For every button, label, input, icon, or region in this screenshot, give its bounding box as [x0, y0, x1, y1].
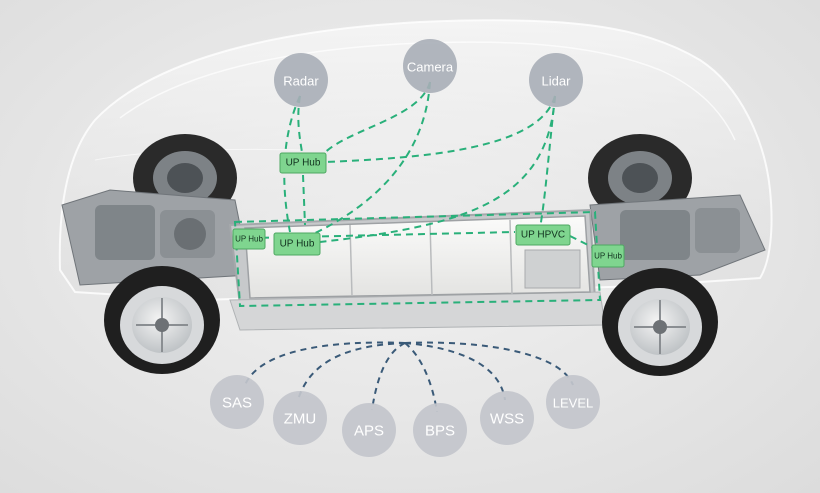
chassis-nodes: SAS ZMU APS BPS WSS LEVEL — [210, 375, 600, 457]
sensor-nodes: Radar Camera Lidar — [274, 39, 583, 107]
hub-left-label: UP Hub — [235, 235, 263, 244]
hub-modules: UP Hub UP Hub UP Hub UP HPVC UP Hub — [232, 152, 625, 268]
wss-label: WSS — [490, 411, 524, 428]
hub-left[interactable]: UP Hub — [232, 228, 266, 250]
zmu-node[interactable]: ZMU — [273, 391, 327, 445]
radar-label: Radar — [283, 74, 319, 89]
lidar-label: Lidar — [542, 74, 572, 89]
aps-node[interactable]: APS — [342, 403, 396, 457]
sas-label: SAS — [222, 395, 252, 412]
level-label: LEVEL — [553, 396, 593, 411]
camera-node[interactable]: Camera — [403, 39, 457, 93]
hpvc-module[interactable]: UP HPVC — [515, 224, 571, 246]
hub-center[interactable]: UP Hub — [273, 232, 321, 256]
radar-node[interactable]: Radar — [274, 53, 328, 107]
bps-label: BPS — [425, 423, 455, 440]
aps-label: APS — [354, 423, 384, 440]
zmu-label: ZMU — [284, 411, 317, 428]
hub-top-label: UP Hub — [286, 158, 321, 169]
battery-pack — [244, 215, 591, 299]
hpvc-label: UP HPVC — [521, 230, 565, 241]
bps-node[interactable]: BPS — [413, 403, 467, 457]
level-node[interactable]: LEVEL — [546, 375, 600, 429]
front-subframe — [61, 189, 251, 286]
lidar-node[interactable]: Lidar — [529, 53, 583, 107]
hub-right-label: UP Hub — [594, 252, 622, 261]
rear-subframe — [589, 194, 766, 281]
camera-label: Camera — [407, 60, 454, 75]
blue-network-links — [244, 341, 574, 413]
green-network-links — [233, 81, 602, 308]
front-wheel-right — [602, 268, 718, 376]
hub-top[interactable]: UP Hub — [279, 152, 327, 174]
sas-node[interactable]: SAS — [210, 375, 264, 429]
hub-right[interactable]: UP Hub — [591, 244, 625, 268]
front-wheel-left — [104, 266, 220, 374]
hub-center-label: UP Hub — [280, 239, 315, 250]
wss-node[interactable]: WSS — [480, 391, 534, 445]
